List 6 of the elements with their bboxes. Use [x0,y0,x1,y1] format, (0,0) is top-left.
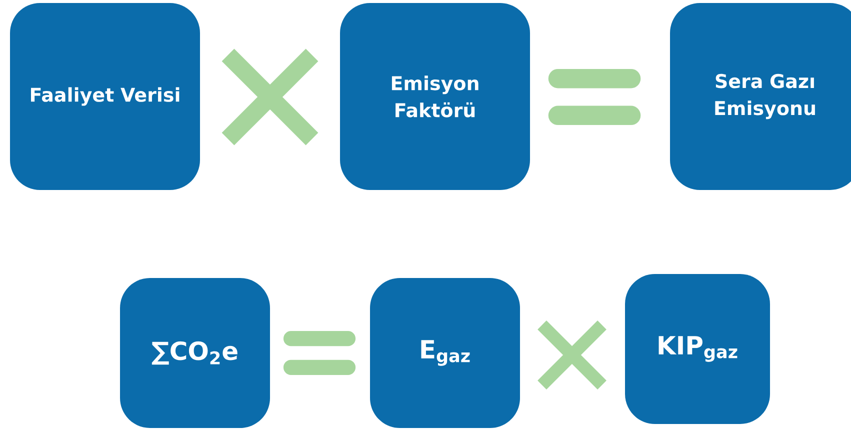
rounded-box: KIP$_{gaz}$ [625,274,770,424]
rounded-box: E$_{gaz}$ [370,278,520,428]
rounded-box: Sera Gazı Emisyonu [670,3,851,190]
rounded-box: ∑CO$_{2}$e [120,278,270,428]
rounded-box: Faaliyet Verisi [10,3,200,190]
rounded-box: Emisyon Faktörü [340,3,530,190]
